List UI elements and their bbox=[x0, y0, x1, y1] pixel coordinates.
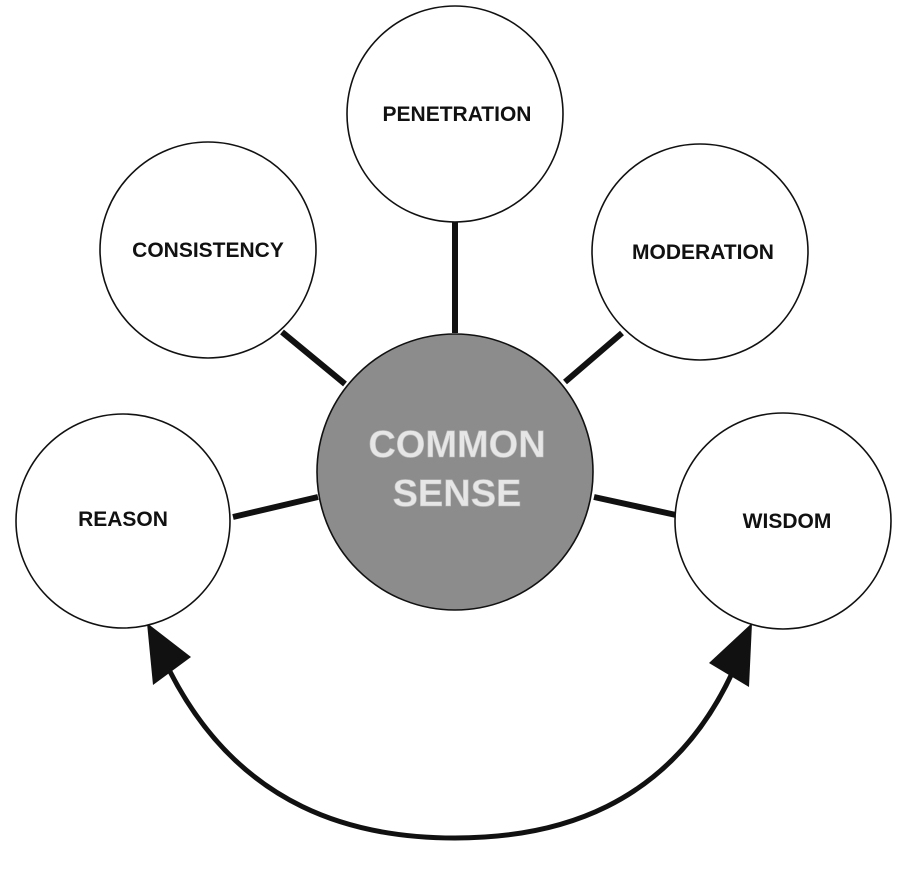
node-consistency-circle bbox=[99, 141, 317, 359]
node-consistency-label: CONSISTENCY bbox=[132, 239, 284, 262]
bidirectional-arc-arrow bbox=[159, 653, 743, 841]
node-penetration-circle bbox=[346, 5, 564, 223]
arrowhead-to-reason bbox=[147, 623, 191, 685]
node-common-sense-circle bbox=[316, 333, 594, 611]
node-wisdom-label: WISDOM bbox=[743, 510, 832, 533]
node-reason: REASON bbox=[15, 413, 231, 629]
node-consistency: CONSISTENCY bbox=[99, 141, 317, 359]
node-moderation-circle bbox=[591, 143, 809, 361]
center-label-line1: COMMON bbox=[368, 424, 545, 466]
node-reason-circle bbox=[15, 413, 231, 629]
node-common-sense: COMMON SENSE bbox=[316, 333, 594, 611]
node-wisdom-circle bbox=[674, 412, 892, 630]
node-moderation: MODERATION bbox=[591, 143, 809, 361]
node-penetration-label: PENETRATION bbox=[383, 103, 532, 126]
arrowhead-to-wisdom bbox=[709, 623, 752, 687]
node-reason-label: REASON bbox=[78, 508, 168, 531]
connector-wisdom bbox=[593, 494, 677, 518]
connector-reason bbox=[232, 494, 319, 520]
connector-consistency bbox=[280, 329, 347, 387]
node-wisdom: WISDOM bbox=[674, 412, 892, 630]
center-label-line2: SENSE bbox=[393, 473, 522, 515]
connector-moderation bbox=[563, 330, 624, 385]
node-moderation-label: MODERATION bbox=[632, 241, 774, 264]
node-penetration: PENETRATION bbox=[346, 5, 564, 223]
